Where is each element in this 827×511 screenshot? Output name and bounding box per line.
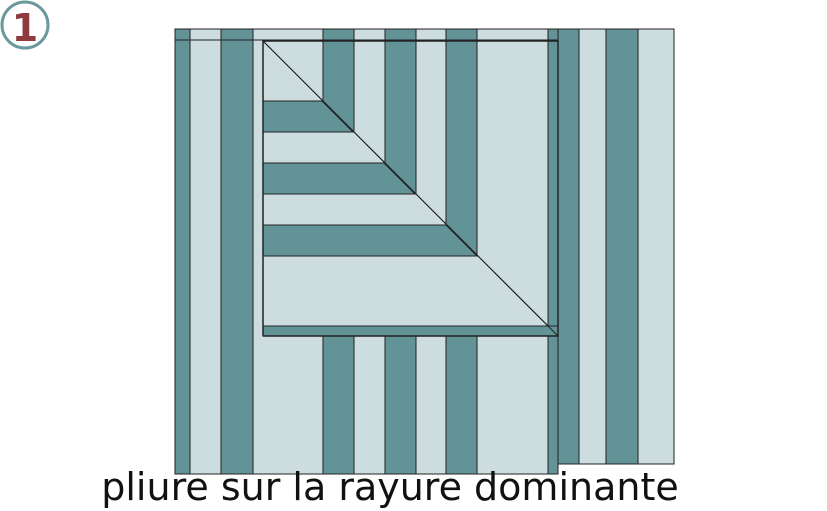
vertical-stripe-dark [174,28,191,475]
step-badge-number: 1 [12,6,38,50]
step-badge: 1 [0,0,50,50]
fold-outline [262,40,559,337]
vertical-stripe-dark [220,28,254,475]
horizontal-stripe-dark [262,224,479,257]
diagonal-fold-line [262,40,559,337]
vertical-stripe-dark [547,28,559,475]
back-stripe-dark [605,28,639,465]
step-badge-ring [0,0,50,50]
caption: pliure sur la rayure dominante [101,465,679,509]
horizontal-stripe-dark [262,325,559,337]
folded-corner [262,39,559,337]
